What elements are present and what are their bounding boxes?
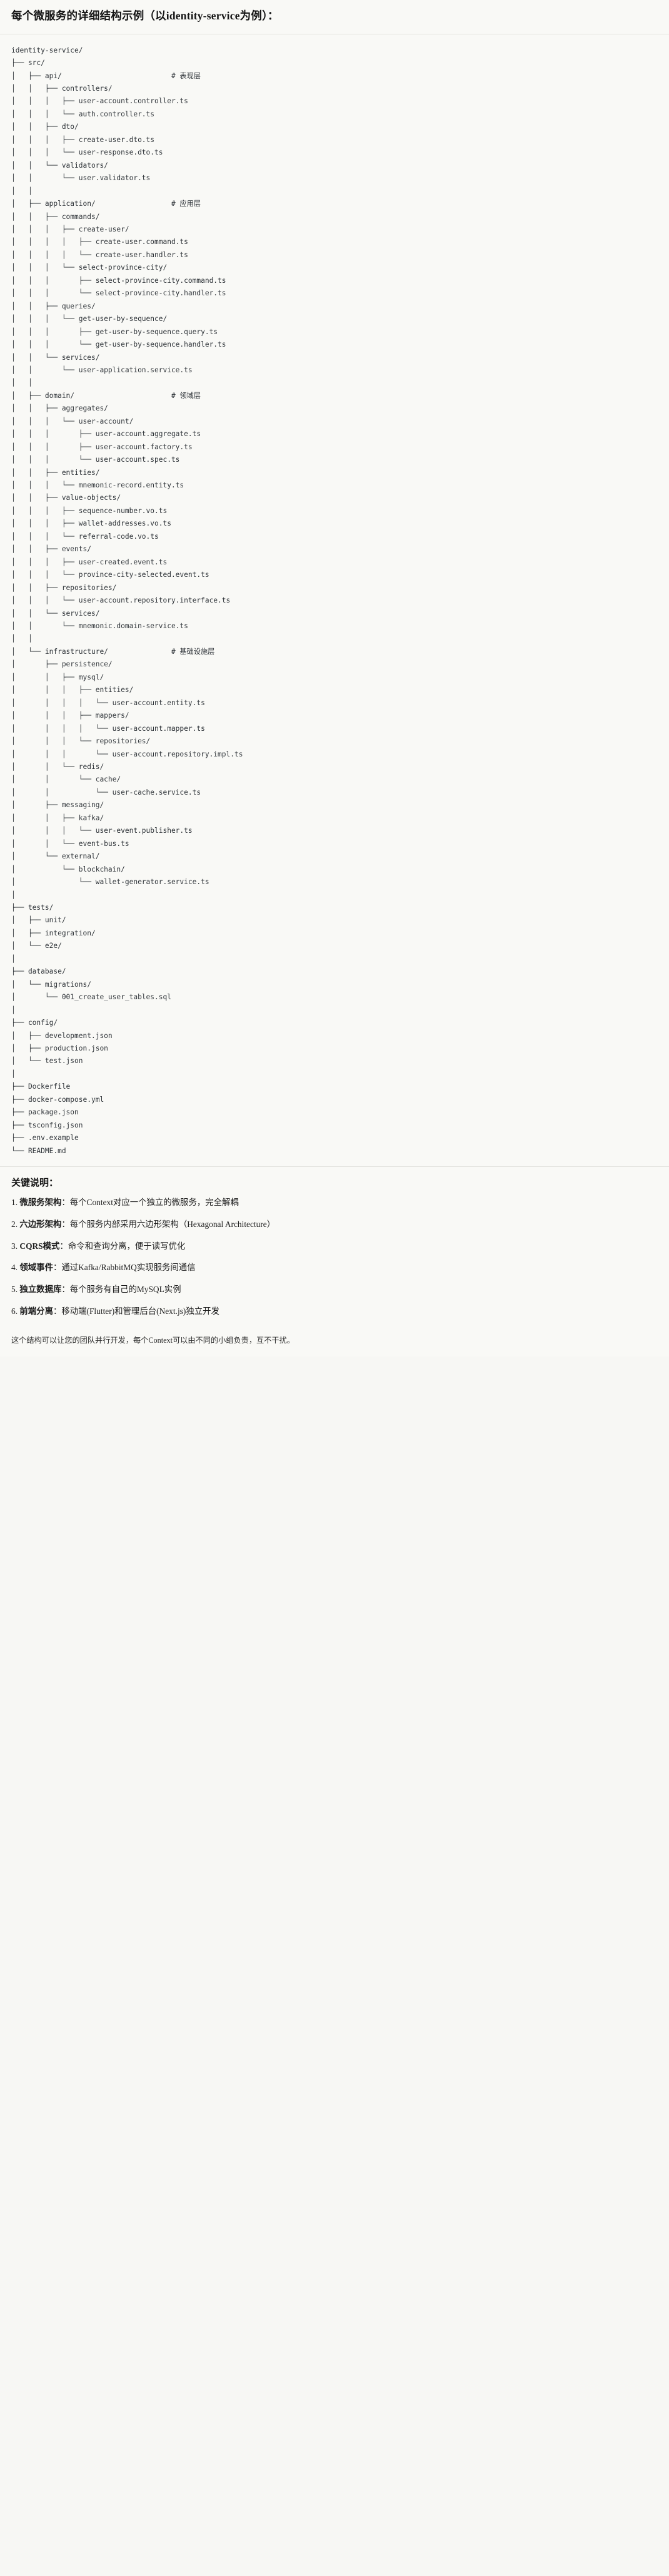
key-note-text: 命令和查询分离，便于读写优化 [68,1241,186,1251]
page-title: 每个微服务的详细结构示例（以identity-service为例）： [11,9,279,22]
closing-paragraph: 这个结构可以让您的团队并行开发，每个Context可以由不同的小组负责，互不干扰… [0,1333,669,1357]
key-note-term: 六边形架构 [19,1219,62,1229]
key-note-separator: ： [61,1219,70,1229]
key-note-term: 独立数据库 [19,1285,62,1295]
key-note-text: 每个Context对应一个独立的微服务，完全解耦 [69,1198,239,1208]
key-note-term: 前端分离 [19,1306,53,1316]
key-note-item: 前端分离：移动端(Flutter)和管理后台(Next.js)独立开发 [11,1305,658,1318]
key-note-item: 独立数据库：每个服务有自己的MySQL实例 [11,1283,658,1296]
document-header: 每个微服务的详细结构示例（以identity-service为例）： [0,0,669,34]
key-note-text: 每个服务内部采用六边形架构（Hexagonal Architecture） [69,1219,276,1229]
key-note-term: 微服务架构 [19,1198,62,1208]
key-note-separator: ： [61,1285,70,1295]
key-note-text: 移动端(Flutter)和管理后台(Next.js)独立开发 [61,1306,219,1316]
key-note-separator: ： [59,1241,68,1251]
document-page: 每个微服务的详细结构示例（以identity-service为例）： ident… [0,0,669,1357]
directory-tree: identity-service/ ├── src/ │ ├── api/ # … [11,44,658,1158]
directory-tree-text: identity-service/ ├── src/ │ ├── api/ # … [11,46,243,1155]
key-notes-heading: 关键说明： [11,1178,59,1189]
key-note-text: 通过Kafka/RabbitMQ实现服务间通信 [61,1263,196,1273]
key-note-text: 每个服务有自己的MySQL实例 [69,1285,181,1295]
key-note-item: 微服务架构：每个Context对应一个独立的微服务，完全解耦 [11,1196,658,1209]
key-note-term: 领域事件 [19,1263,53,1273]
key-note-term: CQRS模式 [19,1241,60,1251]
key-note-separator: ： [53,1306,62,1316]
directory-tree-block: identity-service/ ├── src/ │ ├── api/ # … [0,34,669,1167]
key-notes-section: 关键说明： 微服务架构：每个Context对应一个独立的微服务，完全解耦六边形架… [0,1166,669,1333]
key-note-separator: ： [61,1198,70,1208]
key-note-separator: ： [53,1263,62,1273]
key-note-item: 六边形架构：每个服务内部采用六边形架构（Hexagonal Architectu… [11,1218,658,1231]
key-note-item: CQRS模式：命令和查询分离，便于读写优化 [11,1240,658,1253]
key-note-item: 领域事件：通过Kafka/RabbitMQ实现服务间通信 [11,1261,658,1275]
key-notes-list: 微服务架构：每个Context对应一个独立的微服务，完全解耦六边形架构：每个服务… [11,1196,658,1318]
